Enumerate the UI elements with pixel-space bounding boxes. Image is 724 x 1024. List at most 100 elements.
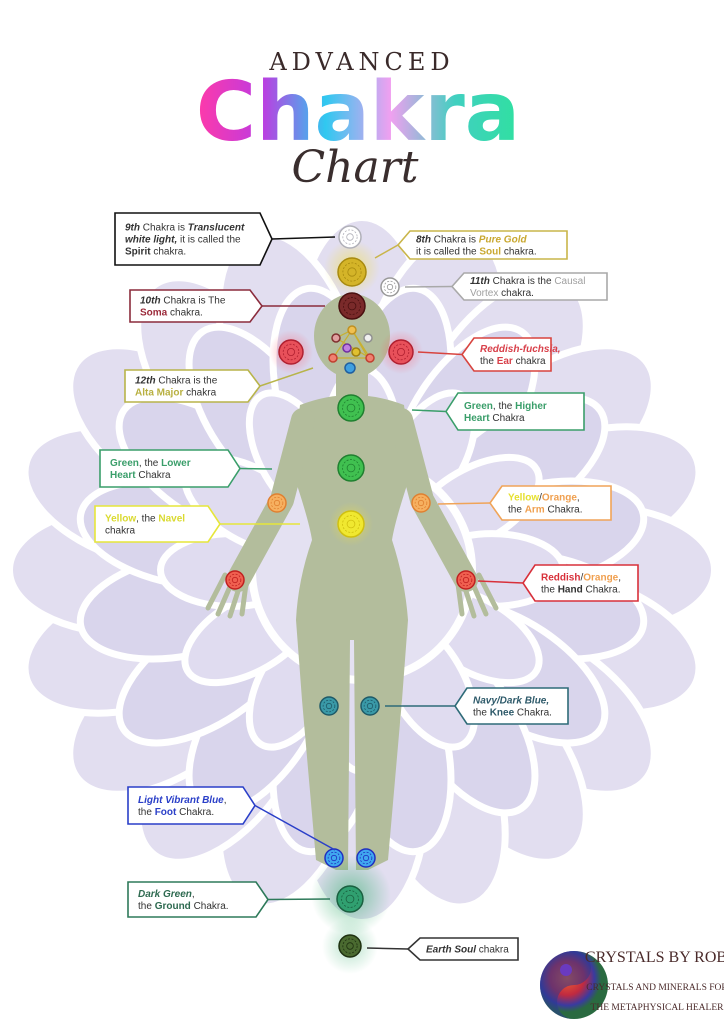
- label-text: the: [138, 901, 155, 912]
- label-text: Vortex: [470, 288, 498, 299]
- label-connector: [239, 467, 273, 470]
- label-text: the: [473, 708, 490, 719]
- label-text: Chakra is: [140, 223, 188, 234]
- label-line: Spirit chakra.: [125, 247, 186, 258]
- label-box: [396, 230, 568, 260]
- title-chart: Chart: [292, 142, 419, 193]
- label-text: , the: [136, 514, 158, 525]
- label-text: Knee: [490, 708, 515, 719]
- label-text: chakra: [105, 526, 135, 537]
- label-box: [406, 937, 519, 961]
- label-text: Chakra: [490, 413, 525, 424]
- label-line: Soma chakra.: [140, 308, 203, 319]
- label-box: [99, 449, 241, 488]
- crystals-by-rob-logo: CRYSTALS BY ROB CRYSTALS AND MINERALS FO…: [540, 949, 724, 1019]
- label-line: Heart Chakra: [110, 470, 171, 481]
- label-connector: [267, 898, 331, 901]
- label-text: 12th: [135, 376, 156, 387]
- label-text: Soma: [140, 308, 168, 319]
- label-text: Yellow: [105, 514, 136, 525]
- label-text: 11th: [470, 276, 490, 287]
- chakra-foot-right-icon: [356, 848, 376, 868]
- label-text: Translucent: [188, 223, 245, 234]
- label-line: Vortex chakra.: [470, 288, 534, 299]
- label-text: white light,: [125, 235, 177, 246]
- label-text: /: [539, 493, 542, 504]
- label-box: [461, 337, 552, 372]
- label-line: Yellow/Orange,: [508, 493, 580, 504]
- chakra-points: [225, 225, 476, 958]
- label-line: white light, it is called the: [125, 235, 241, 246]
- title-chakra: Chakra: [196, 65, 520, 160]
- label-connector: [374, 244, 399, 259]
- chakra-earth-soul-icon: [338, 934, 362, 958]
- label-line: 11th Chakra is the Causal: [470, 276, 585, 287]
- label-line: Reddish/Orange,: [541, 573, 621, 584]
- label-text: Heart: [110, 470, 136, 481]
- label-line: Navy/Dark Blue,: [473, 696, 549, 707]
- label-text: Yellow: [508, 493, 539, 504]
- label-text: the: [138, 807, 155, 818]
- chakra-arm-right-icon: [411, 493, 431, 513]
- label-text: Chakra is The: [161, 296, 226, 307]
- label-text: ,: [618, 573, 621, 584]
- label-connector: [411, 409, 447, 413]
- chakra-navel-icon: [337, 510, 365, 538]
- label-ground: Dark Green,the Ground Chakra.: [127, 881, 331, 918]
- label-text: Navel: [158, 514, 185, 525]
- label-line: 12th Chakra is the: [135, 376, 218, 387]
- chakra-crown-star-6-icon: [365, 353, 375, 363]
- label-box: [94, 505, 221, 543]
- logo-name: CRYSTALS BY ROB: [585, 949, 724, 966]
- chakra-foot-left-icon: [324, 848, 344, 868]
- label-connector: [259, 367, 314, 387]
- label-text: chakra: [183, 388, 216, 399]
- label-text: ,: [224, 795, 227, 806]
- label-text: Earth Soul: [426, 945, 476, 956]
- chakra-soma-icon: [338, 292, 366, 320]
- label-box: [129, 289, 263, 323]
- label-foot: Light Vibrant Blue,the Foot Chakra.: [127, 786, 336, 851]
- label-text: chakra: [513, 356, 546, 367]
- label-text: it is called the: [177, 235, 241, 246]
- label-line: Light Vibrant Blue,: [138, 795, 227, 806]
- label-earth-soul: Earth Soul chakra: [366, 937, 519, 961]
- label-text: Green: [110, 458, 139, 469]
- label-text: chakra.: [498, 288, 534, 299]
- label-text: Spirit: [125, 247, 151, 258]
- chakra-arm-left-icon: [267, 493, 287, 513]
- label-text: Chakra is: [431, 235, 479, 246]
- label-line: Heart Chakra: [464, 413, 525, 424]
- label-text: Orange: [583, 573, 618, 584]
- label-hand: Reddish/Orange,the Hand Chakra.: [477, 564, 639, 602]
- label-text: Dark Green: [138, 889, 192, 900]
- label-text: Reddish-fuchsia,: [480, 344, 561, 355]
- label-box: [489, 485, 612, 521]
- label-text: chakra: [476, 945, 509, 956]
- label-line: the Ground Chakra.: [138, 901, 229, 912]
- chakra-crown-star-3-icon: [363, 333, 373, 343]
- label-text: Chakra is the: [490, 276, 554, 287]
- label-box: [450, 272, 608, 301]
- label-text: Arm: [525, 505, 545, 516]
- chakra-spirit-icon: [338, 225, 362, 249]
- label-line: Reddish-fuchsia,: [480, 344, 561, 355]
- label-text: 8th: [416, 235, 431, 246]
- label-text: Causal: [554, 276, 585, 287]
- label-text: , the: [139, 458, 161, 469]
- label-text: Reddish: [541, 573, 580, 584]
- label-text: Navy/Dark Blue,: [473, 696, 549, 707]
- label-text: , the: [493, 401, 515, 412]
- label-text: Foot: [155, 807, 177, 818]
- label-text: Ground: [155, 901, 191, 912]
- chakra-knee-left-icon: [319, 696, 339, 716]
- label-text: Chakra.: [583, 585, 621, 596]
